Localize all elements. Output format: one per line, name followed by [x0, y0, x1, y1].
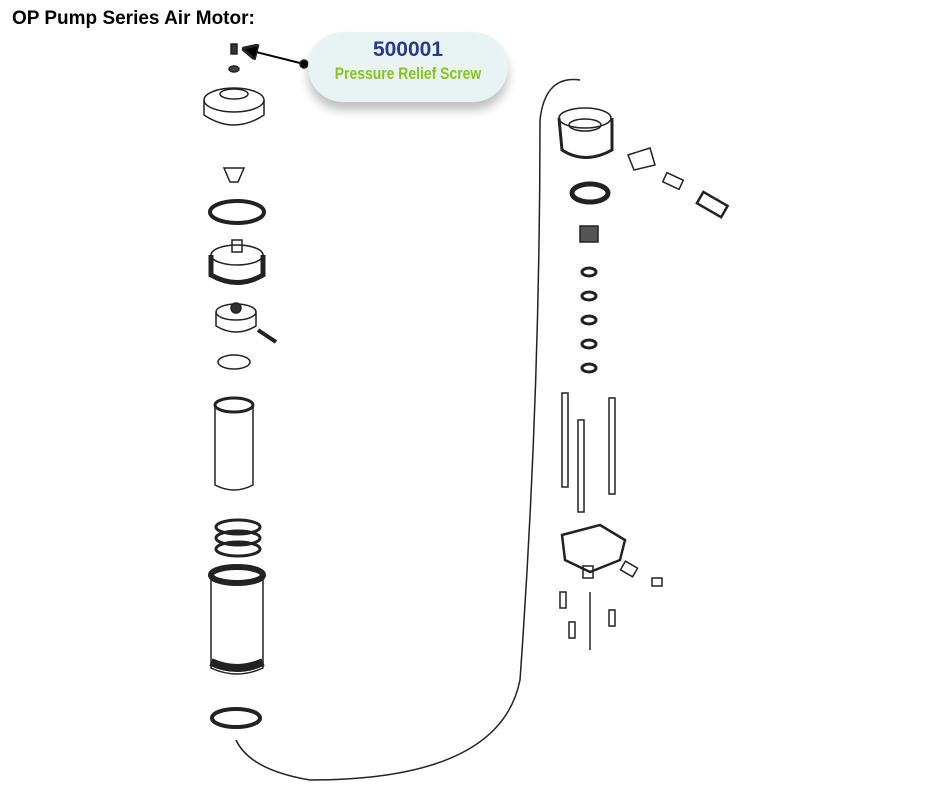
bolts [559, 591, 616, 639]
manifold-head [557, 107, 614, 159]
callout-leader-line [244, 49, 305, 65]
part-number: 500001 [372, 38, 444, 61]
left-parts-stack [203, 43, 278, 729]
base-manifold [560, 523, 627, 579]
fitting [661, 171, 685, 191]
part-name: Pressure Relief Screw [334, 64, 482, 83]
part-callout: 500001 Pressure Relief Screw [308, 32, 508, 102]
connector [695, 190, 730, 219]
pressure-relief-screw [230, 43, 238, 55]
seal-ring [217, 354, 251, 370]
piston [208, 239, 266, 285]
right-parts-stack [557, 107, 730, 650]
valve [222, 167, 246, 183]
outer-cylinder [208, 564, 266, 675]
o-ring [208, 199, 266, 225]
gasket [569, 181, 611, 205]
pin [256, 328, 278, 344]
spring [214, 518, 262, 558]
cylinder-sleeve [213, 396, 255, 491]
connection-curve [235, 78, 581, 781]
plug [619, 560, 639, 578]
nut [579, 225, 599, 243]
diagram-title: OP Pump Series Air Motor: [12, 8, 255, 29]
seal-stack [580, 266, 598, 374]
ball-valve [627, 147, 656, 171]
plug-small [651, 577, 663, 587]
tie-rods [561, 392, 616, 513]
bottom-o-ring [210, 707, 262, 729]
top-cap [203, 87, 265, 126]
piston-body [215, 302, 257, 333]
